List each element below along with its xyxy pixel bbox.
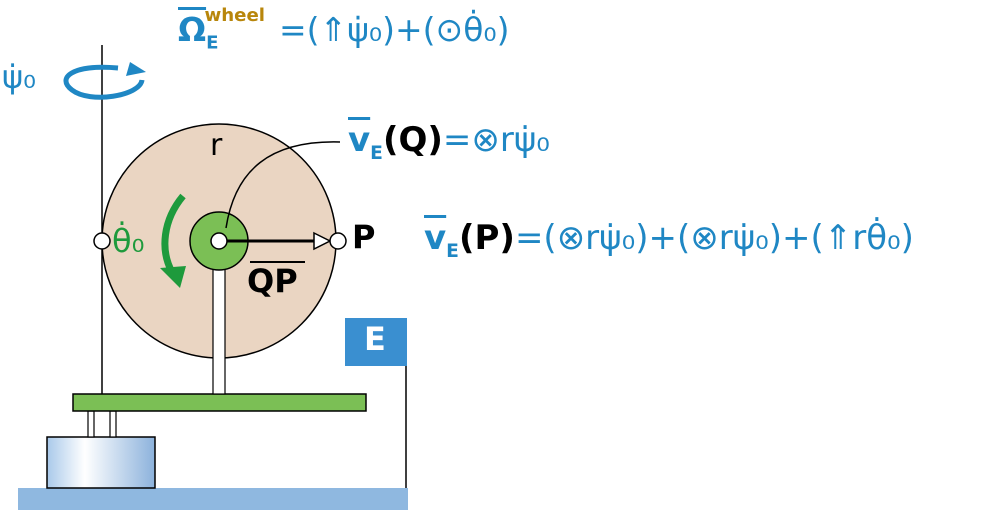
ground — [18, 488, 408, 510]
vp-point: (P) — [458, 218, 515, 258]
vp-symbol: v — [424, 218, 447, 258]
vp-equation: vE(P)=(⊗rψ̇₀)+(⊗rψ̇₀)+(⇑rθ̇₀) — [424, 218, 914, 262]
psi-rotation-arrow — [63, 64, 145, 100]
psi-dot-label: ψ̇₀ — [2, 58, 36, 96]
point-p-label: P — [352, 218, 376, 256]
omega-symbol: Ω — [178, 10, 207, 49]
frame-box — [345, 318, 407, 366]
base-post — [109, 410, 117, 438]
vq-point: (Q) — [382, 120, 443, 160]
qp-label: QP — [247, 262, 298, 300]
support-post — [212, 261, 226, 395]
point-p — [329, 232, 347, 250]
radius-label: r — [210, 128, 223, 163]
point-left — [93, 232, 111, 250]
frame-label: E — [364, 320, 386, 358]
theta-rotation-arrow-head — [160, 266, 186, 288]
base-cylinder — [46, 436, 156, 489]
turntable-plate — [72, 393, 367, 412]
vq-sub: E — [370, 142, 383, 164]
theta-dot-label: θ̇₀ — [112, 222, 145, 260]
qp-arrow-head — [313, 231, 332, 251]
psi-rotation-arrow-head — [126, 62, 146, 76]
vp-rhs: =(⊗rψ̇₀)+(⊗rψ̇₀)+(⇑rθ̇₀) — [514, 218, 914, 258]
omega-sub: E — [206, 32, 219, 54]
omega-sup: wheel — [204, 5, 265, 26]
vq-rhs: =⊗rψ̇₀ — [442, 120, 550, 160]
hub-center — [210, 232, 228, 250]
omega-rhs: =(⇑ψ̇₀)+(⊙θ̇₀) — [278, 10, 510, 49]
vq-symbol: v — [348, 120, 371, 160]
omega-equation: ΩEwheel =(⇑ψ̇₀)+(⊙θ̇₀) — [178, 5, 510, 54]
vq-equation: vE(Q)=⊗rψ̇₀ — [348, 120, 550, 164]
vp-sub: E — [446, 240, 459, 262]
leader-line — [225, 141, 341, 229]
theta-rotation-arrow — [161, 193, 186, 274]
base-post — [87, 410, 95, 438]
